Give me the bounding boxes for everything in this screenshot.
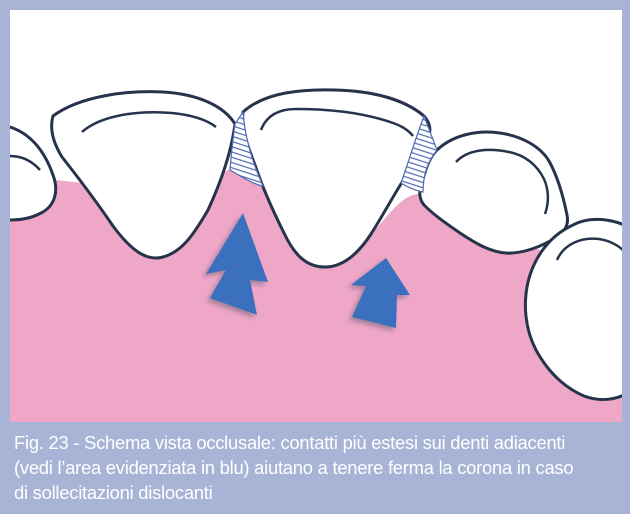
occlusal-diagram-svg [10,10,622,422]
caption-line-3: di sollecitazioni dislocanti [14,480,618,505]
caption-line-2: (vedi l’area evidenziata in blu) aiutano… [14,455,618,480]
figure-caption: Fig. 23 - Schema vista occlusale: contat… [10,424,622,510]
caption-line-1: Fig. 23 - Schema vista occlusale: contat… [14,430,618,455]
occlusal-diagram [10,10,622,422]
